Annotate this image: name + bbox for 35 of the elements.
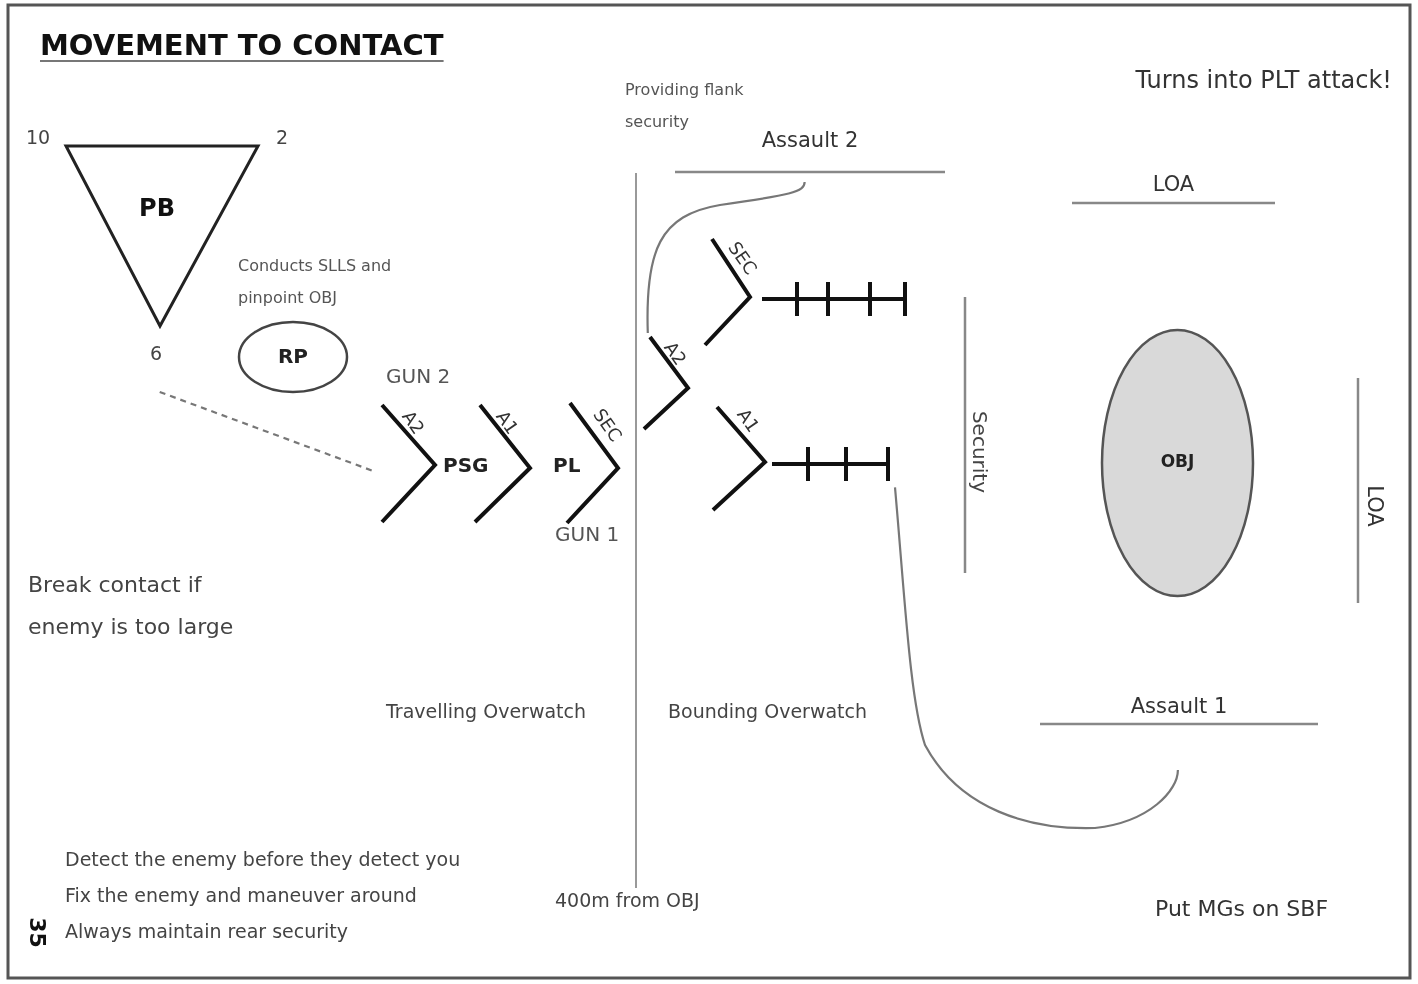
unit-label: PL xyxy=(553,453,581,477)
ellipse-label: RP xyxy=(276,344,310,368)
unit-label: GUN 1 xyxy=(555,522,620,546)
distance-label: 400m from OBJ xyxy=(555,889,700,911)
unit-label: GUN 2 xyxy=(386,364,451,388)
note-text: Detect the enemy before they detect you xyxy=(65,848,461,870)
vertex-number: 6 xyxy=(150,342,163,364)
phase-line-label: LOA xyxy=(1363,484,1387,529)
phase-line-label: Assault 2 xyxy=(760,128,860,152)
unit-label: PSG xyxy=(443,453,489,477)
dashed-line xyxy=(159,390,373,472)
vertex-number: 2 xyxy=(276,126,289,148)
title: MOVEMENT TO CONTACT xyxy=(40,28,444,62)
annotation-text: Providing flank security xyxy=(625,79,745,133)
triangle-label: PB xyxy=(138,194,176,222)
unit-label: A2 xyxy=(398,406,429,438)
phase-line-label: Assault 1 xyxy=(1129,694,1229,718)
page-number: 35 xyxy=(24,917,50,948)
annotation-text: Conducts SLLS and pinpoint OBJ xyxy=(238,255,393,309)
phase-label: Bounding Overwatch xyxy=(668,700,868,722)
note-text: Fix the enemy and maneuver around xyxy=(65,884,417,906)
phase-line-label: LOA xyxy=(1151,172,1196,196)
note-text: Always maintain rear security xyxy=(65,920,348,942)
note-text: Break contact if enemy is too large xyxy=(28,571,235,641)
route-line xyxy=(646,181,806,333)
objective-label: OBJ xyxy=(1159,451,1196,471)
phase-label: Travelling Overwatch xyxy=(386,700,586,722)
note-text: Turns into PLT attack! xyxy=(1134,66,1392,94)
route-line xyxy=(893,487,1179,830)
unit-label: A1 xyxy=(492,406,523,438)
note-text: Put MGs on SBF xyxy=(1155,896,1329,921)
vertex-number: 10 xyxy=(26,126,51,148)
unit-label: A2 xyxy=(660,337,691,369)
phase-line-label: Security xyxy=(968,409,992,496)
unit-label: A1 xyxy=(733,404,764,436)
